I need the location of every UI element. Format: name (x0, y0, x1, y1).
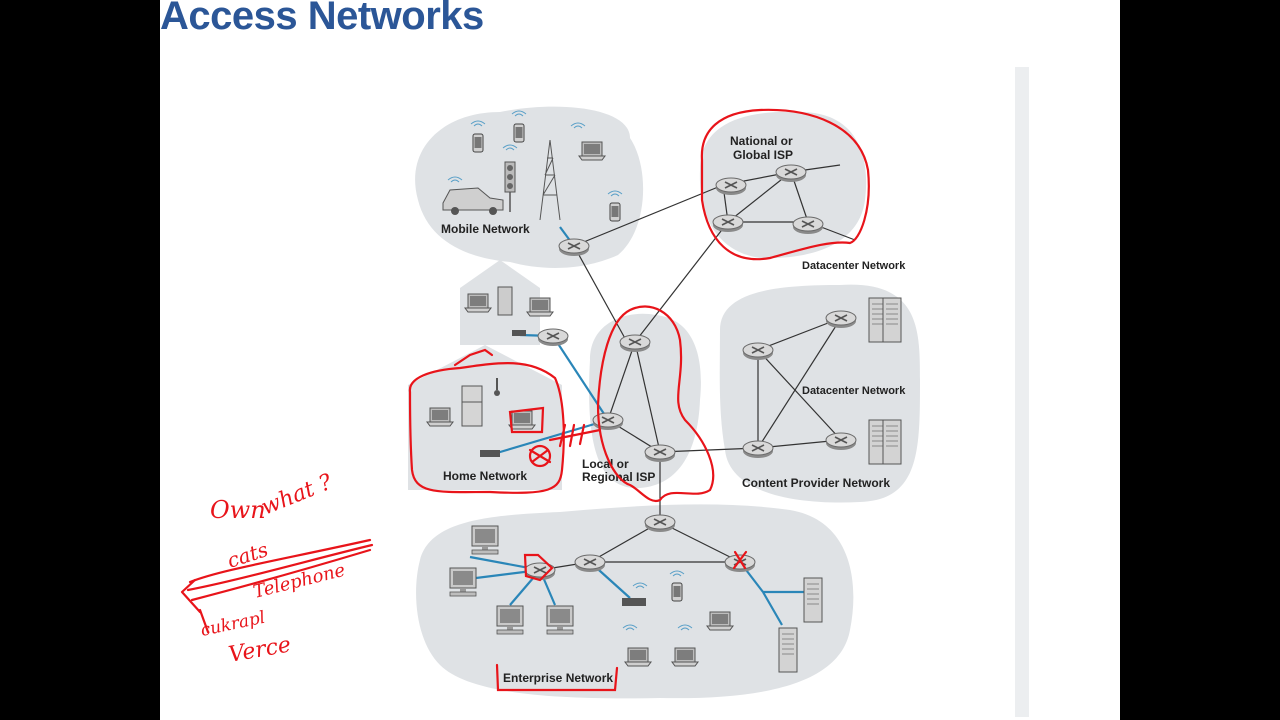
home-network-2-house (408, 345, 562, 490)
laptop-icon (426, 407, 454, 427)
ink-text-cukrapl: cukrapl (199, 608, 267, 641)
fridge-icon (497, 286, 513, 316)
label-national-isp-1: National or (730, 134, 793, 148)
modem-icon (512, 330, 526, 336)
desktop-icon (546, 605, 574, 635)
local-isp-cloud (589, 313, 701, 489)
label-content-provider: Content Provider Network (742, 476, 890, 490)
router-enterprise-2 (574, 554, 606, 573)
traffic-light-icon (504, 161, 516, 212)
router-datacenter-2 (825, 432, 857, 451)
router-datacenter-1 (825, 310, 857, 329)
router-local-1 (619, 334, 651, 353)
router-national-4 (792, 216, 824, 235)
router-enterprise-3 (724, 554, 756, 573)
router-content-1 (742, 342, 774, 361)
ink-text-what: what ? (258, 470, 336, 521)
desktop-icon (496, 605, 524, 635)
router-national-3 (712, 214, 744, 233)
server-icon (803, 577, 823, 623)
desktop-icon (471, 525, 499, 555)
slide: Access Networks (160, 0, 1120, 720)
phone-icon (513, 123, 525, 143)
car-icon (442, 187, 504, 215)
ink-text-telephone: Telephone (251, 560, 347, 603)
label-datacenter-2: Datacenter Network (802, 385, 906, 397)
vertical-scrollbar[interactable] (1015, 67, 1029, 717)
router-home-1 (537, 328, 569, 347)
slide-title: Access Networks (160, 0, 484, 38)
label-national-isp-2: Global ISP (733, 148, 793, 162)
ink-text-cats: cats (224, 537, 271, 573)
router-enterprise-1 (644, 514, 676, 533)
ink-text-verce: Verce (227, 632, 293, 668)
label-enterprise-network: Enterprise Network (503, 671, 613, 685)
server-icon (882, 297, 902, 343)
fridge-icon (461, 385, 483, 427)
laptop-icon (578, 141, 606, 161)
router-content-2 (742, 440, 774, 459)
access-point-icon (622, 598, 646, 606)
laptop-icon (464, 293, 492, 313)
cell-tower-icon (539, 139, 561, 221)
router-local-3 (644, 444, 676, 463)
laptop-icon (508, 410, 536, 430)
label-home-network: Home Network (443, 469, 527, 483)
phone-icon (472, 133, 484, 153)
modem-icon (480, 450, 500, 457)
router-national-2 (775, 164, 807, 183)
laptop-icon (706, 611, 734, 631)
phone-icon (609, 202, 621, 222)
label-local-isp-1: Local or (582, 457, 629, 471)
tablet-icon (671, 582, 683, 602)
router-mobile (558, 238, 590, 257)
laptop-icon (526, 297, 554, 317)
network-diagram: Mobile Network National or Global ISP Da… (180, 106, 920, 699)
desktop-icon (449, 567, 477, 597)
server-icon (778, 627, 798, 673)
mobile-network-cloud (415, 106, 644, 268)
ink-text-own: Own (210, 496, 266, 524)
ink-annotations (180, 108, 870, 692)
server-icon (882, 419, 902, 465)
laptop-icon (671, 647, 699, 667)
label-datacenter-1: Datacenter Network (802, 260, 906, 272)
label-mobile-network: Mobile Network (441, 222, 530, 236)
thermometer-icon (494, 378, 500, 396)
laptop-icon (624, 647, 652, 667)
router-national-1 (715, 177, 747, 196)
